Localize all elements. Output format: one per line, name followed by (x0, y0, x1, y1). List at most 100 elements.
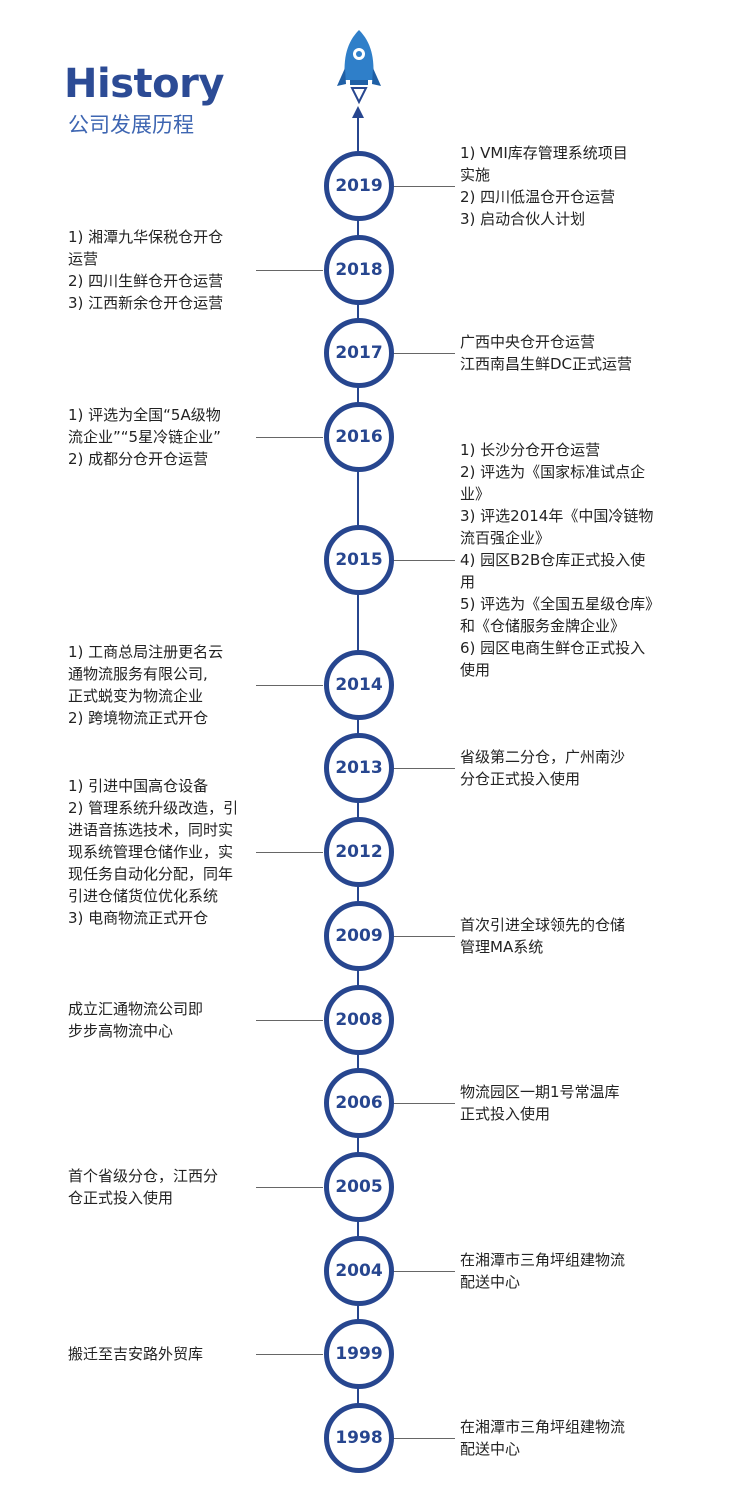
connector-2006 (389, 1103, 455, 1104)
year-label: 2018 (335, 260, 383, 280)
page-title: History (64, 61, 224, 107)
milestone-line: 现任务自动化分配，同年 (68, 865, 234, 883)
milestone-line: 3) 江西新余仓开仓运营 (68, 294, 224, 312)
milestone-line: 流百强企业》 (460, 529, 551, 547)
milestone-line: 广西中央仓开仓运营 (460, 333, 596, 351)
timeline-arrow-icon (352, 106, 364, 118)
year-label: 1998 (335, 1428, 383, 1448)
year-label: 2017 (335, 343, 383, 363)
milestone-line: 业》 (460, 485, 491, 503)
connector-2016 (256, 437, 323, 438)
year-label: 2012 (335, 842, 383, 862)
year-node-2008: 2008 (324, 985, 394, 1055)
milestone-line: 使用 (460, 661, 491, 679)
year-node-2006: 2006 (324, 1068, 394, 1138)
milestone-line: 用 (460, 573, 476, 591)
year-node-2009: 2009 (324, 901, 394, 971)
year-label: 2008 (335, 1010, 383, 1030)
milestone-line: 成立汇通物流公司即 (68, 1000, 204, 1018)
year-label: 2016 (335, 427, 383, 447)
connector-2013 (389, 768, 455, 769)
year-label: 2015 (335, 550, 383, 570)
connector-2004 (389, 1271, 455, 1272)
milestone-line: 流企业”“5星冷链企业” (68, 428, 221, 446)
milestone-line: 首个省级分仓，江西分 (68, 1167, 219, 1185)
rocket-icon (337, 30, 381, 105)
milestone-line: 步步高物流中心 (68, 1022, 174, 1040)
milestone-line: 首次引进全球领先的仓储 (460, 916, 626, 934)
milestone-line: 配送中心 (460, 1273, 521, 1291)
year-label: 2009 (335, 926, 383, 946)
year-node-2018: 2018 (324, 235, 394, 305)
year-node-2016: 2016 (324, 402, 394, 472)
milestone-line: 在湘潭市三角坪组建物流 (460, 1251, 626, 1269)
milestone-line: 2) 跨境物流正式开仓 (68, 709, 209, 727)
year-label: 2006 (335, 1093, 383, 1113)
milestone-text-2006: 物流园区一期1号常温库正式投入使用 (460, 1081, 692, 1125)
milestone-line: 运营 (68, 250, 99, 268)
milestone-text-2018: 1) 湘潭九华保税仓开仓运营 2) 四川生鲜仓开仓运营 3) 江西新余仓开仓运营 (68, 226, 260, 314)
connector-2008 (256, 1020, 323, 1021)
year-node-2013: 2013 (324, 733, 394, 803)
year-label: 2005 (335, 1177, 383, 1197)
milestone-line: 管理MA系统 (460, 938, 544, 956)
milestone-line: 1) VMI库存管理系统项目 (460, 144, 628, 162)
milestone-text-2005: 首个省级分仓，江西分仓正式投入使用 (68, 1165, 260, 1209)
milestone-line: 进语音拣选技术，同时实 (68, 821, 234, 839)
page-subtitle: 公司发展历程 (68, 113, 194, 137)
milestone-line: 在湘潭市三角坪组建物流 (460, 1418, 626, 1436)
milestone-line: 3) 电商物流正式开仓 (68, 909, 209, 927)
milestone-line: 2) 管理系统升级改造，引 (68, 799, 239, 817)
connector-2014 (256, 685, 323, 686)
milestone-line: 通物流服务有限公司, (68, 665, 208, 683)
connector-2015 (389, 560, 455, 561)
milestone-line: 3) 评选2014年《中国冷链物 (460, 507, 654, 525)
year-node-2019: 2019 (324, 151, 394, 221)
year-label: 2004 (335, 1261, 383, 1281)
milestone-line: 正式蜕变为物流企业 (68, 687, 204, 705)
year-node-2015: 2015 (324, 525, 394, 595)
connector-1998 (389, 1438, 455, 1439)
milestone-line: 2) 评选为《国家标准试点企 (460, 463, 646, 481)
milestone-line: 搬迁至吉安路外贸库 (68, 1345, 204, 1363)
milestone-line: 1) 湘潭九华保税仓开仓 (68, 228, 224, 246)
milestone-line: 2) 四川生鲜仓开仓运营 (68, 272, 224, 290)
milestone-line: 2) 成都分仓开仓运营 (68, 450, 209, 468)
milestone-line: 正式投入使用 (460, 1105, 551, 1123)
connector-2018 (256, 270, 323, 271)
milestone-line: 5) 评选为《全国五星级仓库》 (460, 595, 661, 613)
year-label: 2019 (335, 176, 383, 196)
year-label: 2014 (335, 675, 383, 695)
year-node-2014: 2014 (324, 650, 394, 720)
milestone-text-2013: 省级第二分仓，广州南沙分仓正式投入使用 (460, 746, 692, 790)
milestone-text-2009: 首次引进全球领先的仓储管理MA系统 (460, 914, 692, 958)
milestone-line: 和《仓储服务金牌企业》 (460, 617, 626, 635)
milestone-line: 配送中心 (460, 1440, 521, 1458)
connector-2019 (389, 186, 455, 187)
milestone-text-2016: 1) 评选为全国“5A级物流企业”“5星冷链企业”2) 成都分仓开仓运营 (68, 404, 260, 470)
milestone-line: 2) 四川低温仓开仓运营 (460, 188, 616, 206)
milestone-text-1998: 在湘潭市三角坪组建物流配送中心 (460, 1416, 692, 1460)
milestone-line: 江西南昌生鲜DC正式运营 (460, 355, 633, 373)
connector-2009 (389, 936, 455, 937)
year-label: 2013 (335, 758, 383, 778)
milestone-text-2017: 广西中央仓开仓运营江西南昌生鲜DC正式运营 (460, 331, 692, 375)
milestone-line: 1) 长沙分仓开仓运营 (460, 441, 601, 459)
year-node-1998: 1998 (324, 1403, 394, 1473)
milestone-line: 物流园区一期1号常温库 (460, 1083, 620, 1101)
milestone-text-2004: 在湘潭市三角坪组建物流配送中心 (460, 1249, 692, 1293)
connector-2017 (389, 353, 455, 354)
milestone-line: 3) 启动合伙人计划 (460, 210, 586, 228)
connector-2012 (256, 852, 323, 853)
milestone-text-2015: 1) 长沙分仓开仓运营 2) 评选为《国家标准试点企业》 3) 评选2014年《中国… (460, 439, 692, 681)
year-node-2017: 2017 (324, 318, 394, 388)
milestone-line: 省级第二分仓，广州南沙 (460, 748, 626, 766)
connector-1999 (256, 1354, 323, 1355)
milestone-line: 4) 园区B2B仓库正式投入使 (460, 551, 646, 569)
year-label: 1999 (335, 1344, 383, 1364)
year-node-1999: 1999 (324, 1319, 394, 1389)
connector-2005 (256, 1187, 323, 1188)
